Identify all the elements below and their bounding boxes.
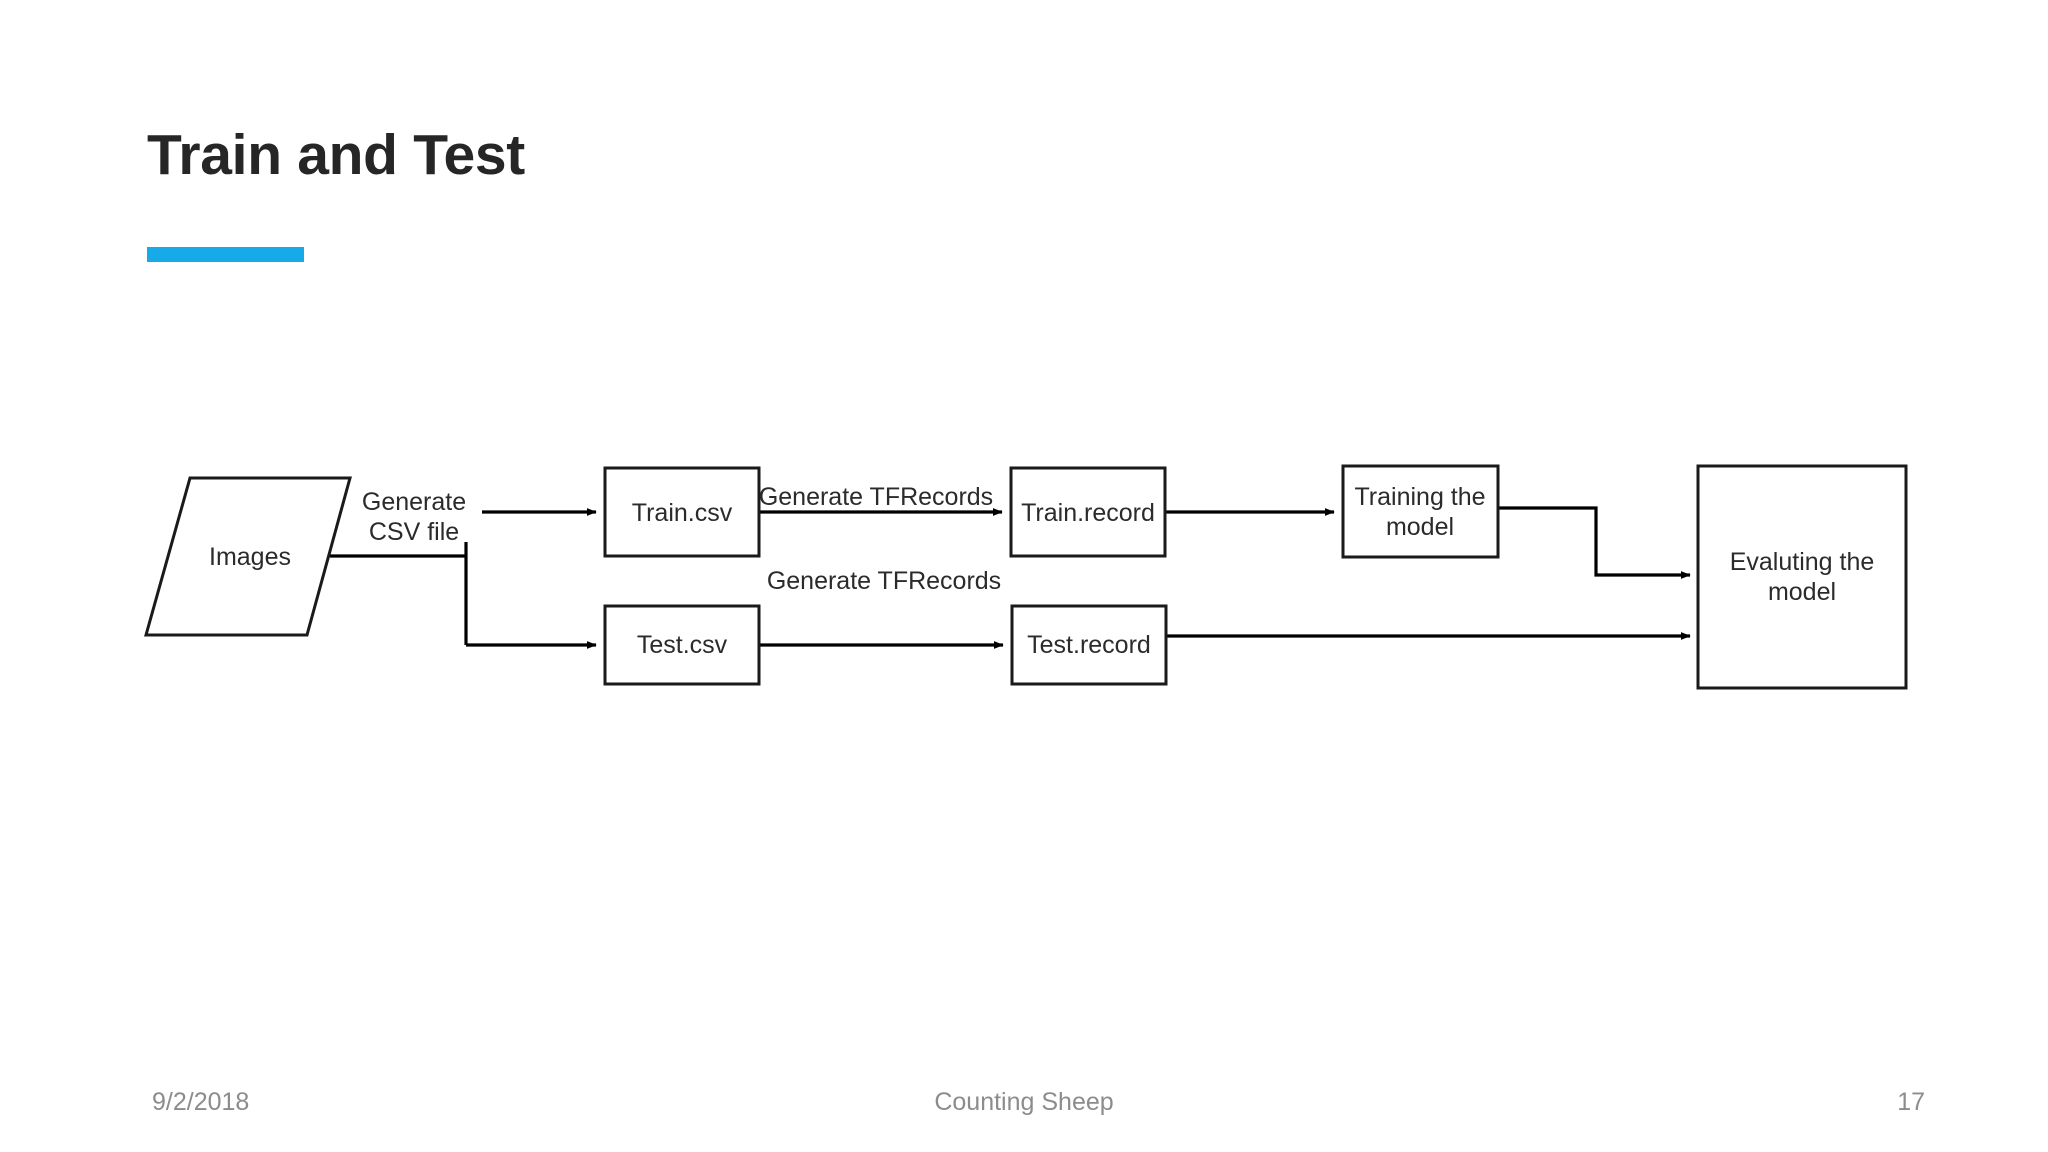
edge-label-generate-csv-file: Generate CSV file: [362, 480, 482, 546]
node-training-label-line2: model: [1386, 513, 1454, 541]
node-train-csv[interactable]: Train.csv: [603, 466, 761, 558]
node-test-csv[interactable]: Test.csv: [603, 604, 761, 686]
node-training-label-line1: Training the: [1354, 483, 1485, 511]
footer-page-number: 17: [1897, 1088, 1925, 1116]
node-evaluting-the-model[interactable]: Evaluting the model: [1696, 464, 1908, 690]
title-block: Train and Test: [147, 123, 1547, 187]
edge-label-test-tfrecords: Generate TFRecords: [767, 567, 1001, 595]
footer-date: 9/2/2018: [152, 1088, 250, 1116]
edge-label-train-tfrecords: Generate TFRecords: [759, 483, 993, 511]
edge-label-generate-tfrecords-test: Generate TFRecords: [767, 562, 1001, 595]
node-evaluting-label-line2: model: [1768, 578, 1836, 606]
edge-label-generate-csv-line1: Generate: [362, 488, 466, 516]
node-train-csv-label: Train.csv: [632, 499, 733, 527]
node-images[interactable]: Images: [144, 476, 352, 637]
slide-footer: 9/2/2018 Counting Sheep 17: [0, 1088, 2048, 1138]
edge-label-generate-tfrecords-train: Generate TFRecords: [759, 478, 993, 511]
node-test-record[interactable]: Test.record: [1010, 604, 1168, 686]
node-test-record-label: Test.record: [1027, 631, 1151, 659]
node-train-record[interactable]: Train.record: [1009, 466, 1167, 558]
node-train-record-label: Train.record: [1021, 499, 1155, 527]
title-accent-bar: [147, 247, 304, 262]
footer-deck-title: Counting Sheep: [934, 1088, 1114, 1116]
edge-label-generate-csv-line2: CSV file: [369, 518, 459, 546]
node-evaluting-label-line1: Evaluting the: [1730, 548, 1875, 576]
page-title: Train and Test: [147, 123, 525, 187]
node-images-label: Images: [209, 543, 291, 571]
node-training-the-model[interactable]: Training the model: [1341, 464, 1500, 559]
edge-training-to-evaluting: [1498, 506, 1691, 579]
node-test-csv-label: Test.csv: [637, 631, 728, 659]
